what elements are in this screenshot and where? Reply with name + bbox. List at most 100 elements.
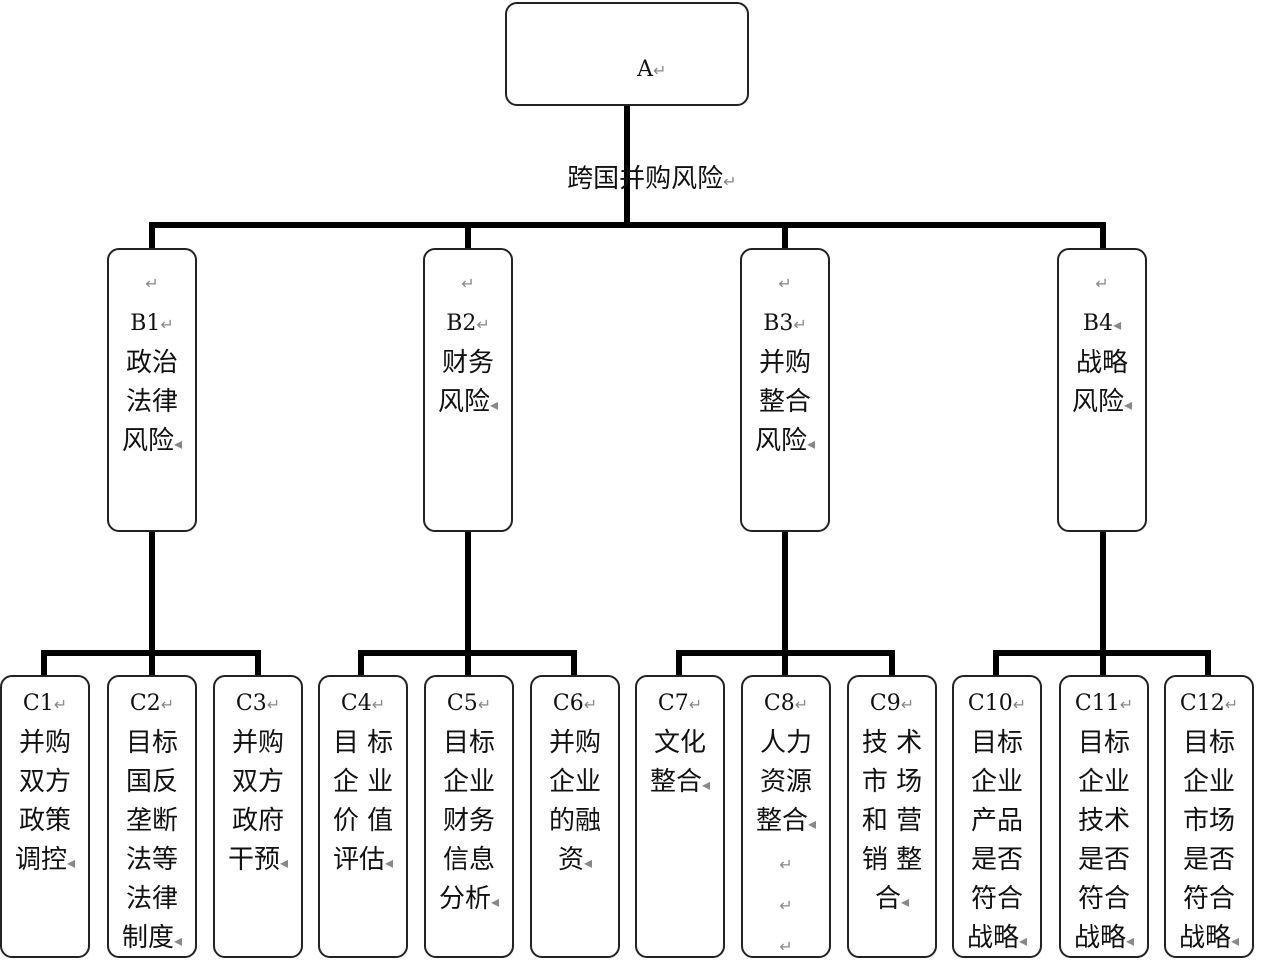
return-mark-icon: ↵ (160, 695, 175, 714)
factor-label-line: 制度 (121, 923, 174, 953)
factor-code: C5 (446, 691, 478, 716)
root-node-code: A (637, 57, 654, 82)
factor-label-line: 干预 (227, 845, 280, 875)
paragraph-arrow-icon: ◂ (701, 775, 711, 794)
return-mark-icon: ↵ (688, 695, 703, 714)
factor-label-line: 分析 (438, 884, 491, 914)
factor-code: C6 (552, 691, 584, 716)
factor-label-line: 法等 (125, 845, 178, 875)
factor-node-c9: C9↵技 术市 场和 营销 整合◂ (847, 675, 937, 958)
return-mark-icon: ↵ (653, 61, 667, 80)
factor-code: C2 (129, 691, 161, 716)
factor-code: C8 (763, 691, 795, 716)
category-label-line: 整合 (758, 387, 811, 417)
factor-label-line: 整合 (755, 806, 808, 836)
return-mark-icon: ↵ (1224, 695, 1239, 714)
factor-label-line: 目标 (1077, 728, 1130, 758)
factor-label-line: 企业 (970, 767, 1023, 797)
factor-label-line: 企业 (548, 767, 601, 797)
factor-node-c3: C3↵并购双方政府干预◂ (213, 675, 303, 958)
factor-label-line: 国反 (125, 767, 178, 797)
factor-label-line: 调控 (14, 845, 67, 875)
factor-label-line: 并购 (18, 728, 71, 758)
return-mark-icon: ↵ (160, 315, 174, 334)
factor-label-line: 目标 (125, 728, 178, 758)
return-mark-icon: ↵ (476, 315, 490, 334)
factor-label-line: 并购 (231, 728, 284, 758)
paragraph-arrow-icon: ◂ (583, 853, 593, 872)
factor-label-line: 企业 (1077, 767, 1130, 797)
category-node-b2: ↵ B2↵ 财务 风险◂ (423, 248, 513, 532)
factor-label-line: 符合 (1182, 884, 1235, 914)
factor-label-line: 产品 (970, 806, 1023, 836)
return-mark-icon: ↵ (723, 172, 737, 191)
return-mark-icon: ↵ (778, 274, 792, 293)
factor-label-line: 是否 (970, 845, 1023, 875)
factor-label-line: 资源 (759, 767, 812, 797)
factor-label-line: 是否 (1077, 845, 1130, 875)
factor-node-c10: C10↵目标企业产品是否符合战略◂ (952, 675, 1042, 958)
return-mark-icon: ↵ (1012, 695, 1027, 714)
factor-label-line: 符合 (970, 884, 1023, 914)
factor-label-line: 价 值 (332, 806, 394, 836)
factor-code: C12 (1179, 691, 1225, 716)
category-code: B1 (130, 311, 161, 336)
paragraph-arrow-icon: ◂ (173, 931, 183, 950)
return-mark-icon: ↵ (477, 695, 492, 714)
category-node-b1: ↵ B1↵ 政治 法律 风险◂ (107, 248, 197, 532)
paragraph-arrow-icon: ◂ (490, 892, 500, 911)
category-label-line: 风险 (437, 387, 490, 417)
factor-label-line: 目标 (1182, 728, 1235, 758)
factor-label-line: 市 场 (861, 767, 923, 797)
category-label-line: 财务 (441, 348, 494, 378)
factor-label-line: 文化 (653, 728, 706, 758)
factor-node-c11: C11↵目标企业技术是否符合战略◂ (1059, 675, 1149, 958)
factor-label-line: 评估 (332, 845, 385, 875)
factor-label-line: 销 整 (861, 845, 923, 875)
factor-node-c1: C1↵并购双方政策调控◂ (0, 675, 90, 958)
factor-label-line: 人力 (759, 728, 812, 758)
paragraph-arrow-icon: ◂ (384, 853, 394, 872)
paragraph-arrow-icon: ◂ (1113, 315, 1122, 334)
return-mark-icon: ↵ (900, 695, 915, 714)
factor-label-line: 符合 (1077, 884, 1130, 914)
factor-code: C9 (869, 691, 901, 716)
factor-label-line: 企业 (1182, 767, 1235, 797)
return-mark-icon: ↵ (371, 695, 386, 714)
return-mark-icon: ↵ (53, 695, 68, 714)
category-label-line: 战略 (1075, 348, 1128, 378)
factor-label-line: 合 (874, 884, 901, 914)
factor-node-c12: C12↵目标企业市场是否符合战略◂ (1164, 675, 1254, 958)
paragraph-arrow-icon: ◂ (1125, 931, 1135, 950)
factor-label-line: 战略 (1178, 923, 1231, 953)
factor-code: C7 (657, 691, 689, 716)
factor-label-line: 战略 (966, 923, 1019, 953)
return-mark-icon: ↵ (779, 937, 793, 956)
return-mark-icon: ↵ (779, 855, 793, 874)
root-node-title: 跨国并购风险 (567, 164, 724, 194)
factor-node-c4: C4↵目 标企 业价 值评估◂ (318, 675, 408, 958)
return-mark-icon: ↵ (145, 274, 159, 293)
paragraph-arrow-icon: ◂ (806, 434, 816, 453)
factor-label-line: 企 业 (332, 767, 394, 797)
factor-label-line: 财务 (442, 806, 495, 836)
factor-label-line: 和 营 (861, 806, 923, 836)
return-mark-icon: ↵ (779, 896, 793, 915)
factor-code: C1 (22, 691, 54, 716)
return-mark-icon: ↵ (1095, 274, 1109, 293)
factor-label-line: 双方 (231, 767, 284, 797)
return-mark-icon: ↵ (461, 274, 475, 293)
factor-label-line: 目标 (970, 728, 1023, 758)
category-label-line: 风险 (1071, 387, 1124, 417)
factor-node-c2: C2↵目标国反垄断法等法律制度◂ (107, 675, 197, 958)
category-label-line: 风险 (754, 426, 807, 456)
factor-code: C11 (1074, 691, 1120, 716)
factor-label-line: 信息 (442, 845, 495, 875)
paragraph-arrow-icon: ◂ (900, 892, 910, 911)
return-mark-icon: ↵ (266, 695, 281, 714)
factor-label-line: 企业 (442, 767, 495, 797)
factor-label-line: 战略 (1073, 923, 1126, 953)
paragraph-arrow-icon: ◂ (279, 853, 289, 872)
